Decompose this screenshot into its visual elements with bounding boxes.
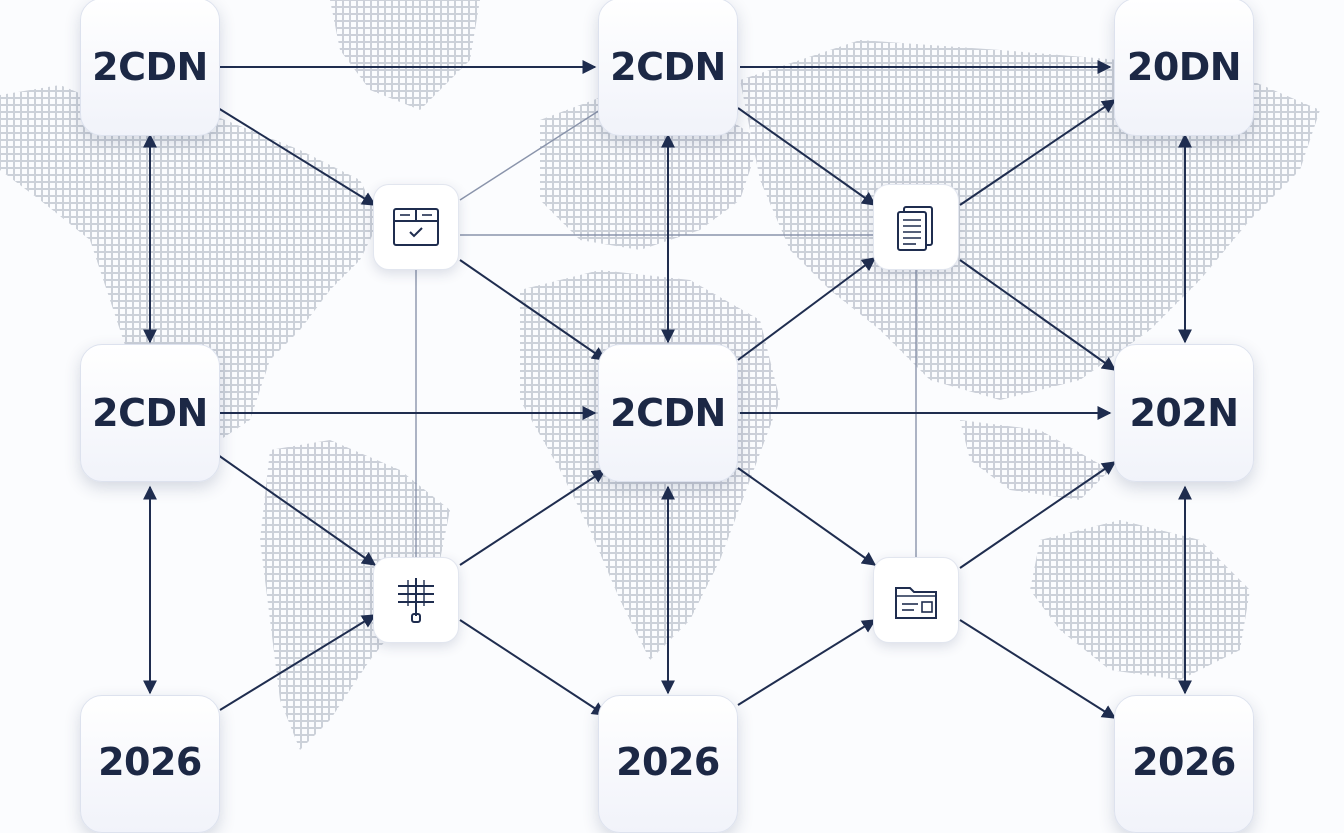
- edge-r3c2-h4: [737, 619, 877, 706]
- cdn-node[interactable]: 20DN: [1114, 0, 1254, 136]
- edge-h2-r2c3: [959, 259, 1117, 371]
- node-label: 2026: [1132, 740, 1236, 784]
- checklist-icon: [393, 208, 439, 246]
- edge-r1c1-h1: [217, 107, 377, 206]
- map-australia: [1030, 520, 1250, 680]
- edge-h3-r2c2: [459, 469, 607, 566]
- cdn-node[interactable]: 2CDN: [80, 0, 220, 136]
- map-north-america: [0, 85, 380, 440]
- edge-h1-r2c2: [459, 259, 607, 361]
- node-label: 202N: [1129, 391, 1239, 435]
- edge-h2-r1c3: [959, 99, 1117, 206]
- node-label: 2CDN: [610, 45, 726, 89]
- cdn-node[interactable]: 2026: [80, 695, 220, 833]
- node-label: 2CDN: [92, 391, 208, 435]
- cdn-node[interactable]: 202N: [1114, 344, 1254, 482]
- node-label: 2026: [616, 740, 720, 784]
- folder-icon: [895, 587, 937, 619]
- edge-r2c1-h3: [217, 454, 377, 566]
- edge-r2c2-h4: [737, 467, 877, 566]
- node-label: 2CDN: [92, 45, 208, 89]
- edge-h3-r3c2: [459, 619, 607, 716]
- cdn-node[interactable]: 2CDN: [598, 344, 738, 482]
- edge-h4-r2c3: [959, 461, 1117, 569]
- document-stack-icon: [897, 206, 933, 251]
- edge-r3c1-h3: [219, 614, 377, 711]
- server-rack-icon: [398, 578, 434, 623]
- edge-r1c2-h2: [737, 107, 877, 206]
- cdn-node[interactable]: 2026: [598, 695, 738, 833]
- hub-server[interactable]: [373, 557, 459, 643]
- edge-h4-r3c3: [959, 619, 1117, 719]
- hub-folder[interactable]: [873, 557, 959, 643]
- node-label: 2026: [98, 740, 202, 784]
- cdn-node[interactable]: 2CDN: [80, 344, 220, 482]
- arrow-edges: [143, 60, 1192, 719]
- map-greenland: [330, 0, 480, 110]
- hub-document[interactable]: [873, 184, 959, 270]
- hub-checklist[interactable]: [373, 184, 459, 270]
- node-label: 20DN: [1126, 45, 1242, 89]
- edge-r2c2-h2: [737, 257, 877, 361]
- node-label: 2CDN: [610, 391, 726, 435]
- cdn-node[interactable]: 2026: [1114, 695, 1254, 833]
- edge-h1-n12-light: [459, 109, 601, 201]
- cdn-node[interactable]: 2CDN: [598, 0, 738, 136]
- map-southeast-asia: [960, 420, 1110, 500]
